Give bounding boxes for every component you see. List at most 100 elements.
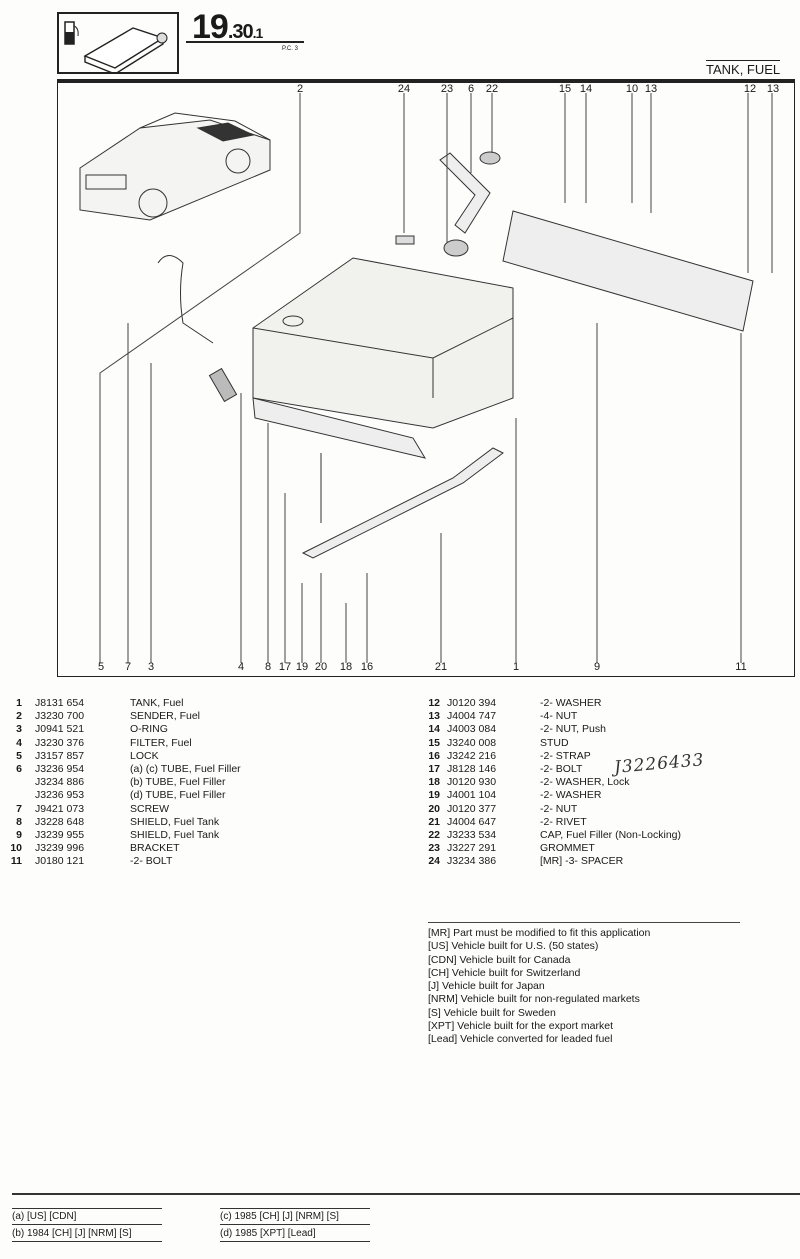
part-part: J3239 955 xyxy=(35,829,85,841)
part-desc: (d) TUBE, Fuel Filler xyxy=(130,789,226,802)
part-ref: 8 xyxy=(16,815,22,828)
callout: 24 xyxy=(397,83,411,95)
part-desc: SHIELD, Fuel Tank xyxy=(130,829,220,841)
footnote-a: (a) [US] [CDN] xyxy=(12,1208,162,1225)
callout: 18 xyxy=(339,661,353,673)
part-desc: -2- BOLT xyxy=(130,855,173,868)
part-part: J3230 700 xyxy=(35,710,85,723)
part-desc: LOCK xyxy=(130,749,159,762)
part-desc: (b) TUBE, Fuel Filler xyxy=(130,776,226,789)
divider xyxy=(186,41,304,43)
fuel-pump-icon xyxy=(64,21,168,75)
legend-item: [NRM] Vehicle built for non-regulated ma… xyxy=(428,993,640,1006)
callout: 2 xyxy=(296,83,304,95)
part-desc: -2- WASHER xyxy=(540,789,602,802)
part-ref: 4 xyxy=(16,736,22,749)
diagram-drawing xyxy=(79,93,773,663)
callout: 13 xyxy=(644,83,658,95)
part-desc: BRACKET xyxy=(130,842,180,855)
legend-item: [XPT] Vehicle built for the export marke… xyxy=(428,1020,614,1033)
legend-item: [S] Vehicle built for Sweden xyxy=(428,1006,556,1019)
legend-item: [US] Vehicle built for U.S. (50 states) xyxy=(428,940,599,953)
part-desc: STUD xyxy=(540,736,569,749)
pc-label: P.C. 3 xyxy=(282,46,298,52)
callout: 5 xyxy=(97,661,105,673)
part-desc: SHIELD, Fuel Tank xyxy=(130,815,220,828)
part-part: J3236 953 xyxy=(35,789,85,802)
part-ref: 22 xyxy=(428,829,440,841)
part-part: J3242 216 xyxy=(447,749,497,762)
part-ref: 9 xyxy=(16,829,22,841)
callout: 10 xyxy=(625,83,639,95)
callout: 6 xyxy=(467,83,475,95)
part-part: J8131 654 xyxy=(35,697,85,709)
part-desc: -2- WASHER, Lock xyxy=(540,776,630,789)
footnote-b: (b) 1984 [CH] [J] [NRM] [S] xyxy=(12,1226,162,1242)
part-ref: 19 xyxy=(428,789,440,802)
part-desc: -2- BOLT xyxy=(540,763,583,775)
part-desc: -2- RIVET xyxy=(540,815,587,828)
part-part: J4004 747 xyxy=(447,710,497,723)
legend-item: [J] Vehicle built for Japan xyxy=(428,980,545,993)
part-ref: 12 xyxy=(428,697,440,709)
handwritten-note: J3226433 xyxy=(613,750,706,778)
part-ref: 18 xyxy=(428,776,440,789)
filler-tube xyxy=(439,152,491,234)
part-part: J0941 521 xyxy=(35,723,85,736)
part-ref: 17 xyxy=(428,763,440,775)
part-desc: -4- NUT xyxy=(540,710,578,723)
part-ref: 13 xyxy=(428,710,440,723)
part-part: J3234 886 xyxy=(35,776,85,789)
part-ref: 24 xyxy=(428,855,440,868)
callout: 14 xyxy=(579,83,593,95)
callout: 15 xyxy=(558,83,572,95)
part-ref: 3 xyxy=(16,723,22,736)
callout: 12 xyxy=(743,83,757,95)
part-ref: 11 xyxy=(10,855,22,868)
part-part: J3234 386 xyxy=(447,855,497,868)
part-part: J3230 376 xyxy=(35,736,85,749)
callout: 22 xyxy=(485,83,499,95)
legend-item: [CH] Vehicle built for Switzerland xyxy=(428,966,581,979)
footnote-c: (c) 1985 [CH] [J] [NRM] [S] xyxy=(220,1208,370,1225)
fuel-tank-logo xyxy=(57,12,179,75)
section-title: TANK, FUEL xyxy=(706,60,781,77)
strap xyxy=(301,447,504,559)
part-ref: 15 xyxy=(428,736,440,749)
part-part: J4001 104 xyxy=(447,789,497,802)
part-ref: 21 xyxy=(428,815,440,828)
part-part: J3233 534 xyxy=(447,829,497,841)
part-desc: TANK, Fuel xyxy=(130,697,184,709)
callout: 17 xyxy=(278,661,292,673)
part-desc: FILTER, Fuel xyxy=(130,736,192,749)
part-desc: GROMMET xyxy=(540,842,595,855)
callout: 16 xyxy=(360,661,374,673)
abbreviation-legend: [MR] Part must be modified to fit this a… xyxy=(428,922,740,1047)
part-ref: 2 xyxy=(16,710,22,723)
part-part: J3240 008 xyxy=(447,736,497,749)
part-desc: -2- NUT xyxy=(540,802,578,815)
part-part: J3227 291 xyxy=(447,842,497,855)
footnote-d: (d) 1985 [XPT] [Lead] xyxy=(220,1226,370,1242)
part-desc: SCREW xyxy=(130,802,170,815)
callout: 11 xyxy=(735,661,747,673)
part-part: J4003 084 xyxy=(447,723,497,736)
part-desc: (a) (c) TUBE, Fuel Filler xyxy=(130,763,241,775)
part-part: J3236 954 xyxy=(35,763,85,775)
callout: 20 xyxy=(314,661,328,673)
part-part: J0120 394 xyxy=(447,697,497,709)
legend-item: [CDN] Vehicle built for Canada xyxy=(428,953,571,966)
legend-item: [Lead] Vehicle converted for leaded fuel xyxy=(428,1033,613,1046)
part-ref: 7 xyxy=(16,802,22,815)
callout: 9 xyxy=(593,661,601,673)
part-part: J3239 996 xyxy=(35,842,85,855)
part-ref: 23 xyxy=(428,842,440,855)
callout: 3 xyxy=(147,661,155,673)
legend-item: [MR] Part must be modified to fit this a… xyxy=(428,927,651,939)
part-part: J0120 930 xyxy=(447,776,497,789)
section-code: 19.30.1 xyxy=(192,8,263,46)
part-desc: [MR] -3- SPACER xyxy=(540,855,624,868)
part-desc: CAP, Fuel Filler (Non-Locking) xyxy=(540,829,682,841)
part-part: J9421 073 xyxy=(35,802,85,815)
